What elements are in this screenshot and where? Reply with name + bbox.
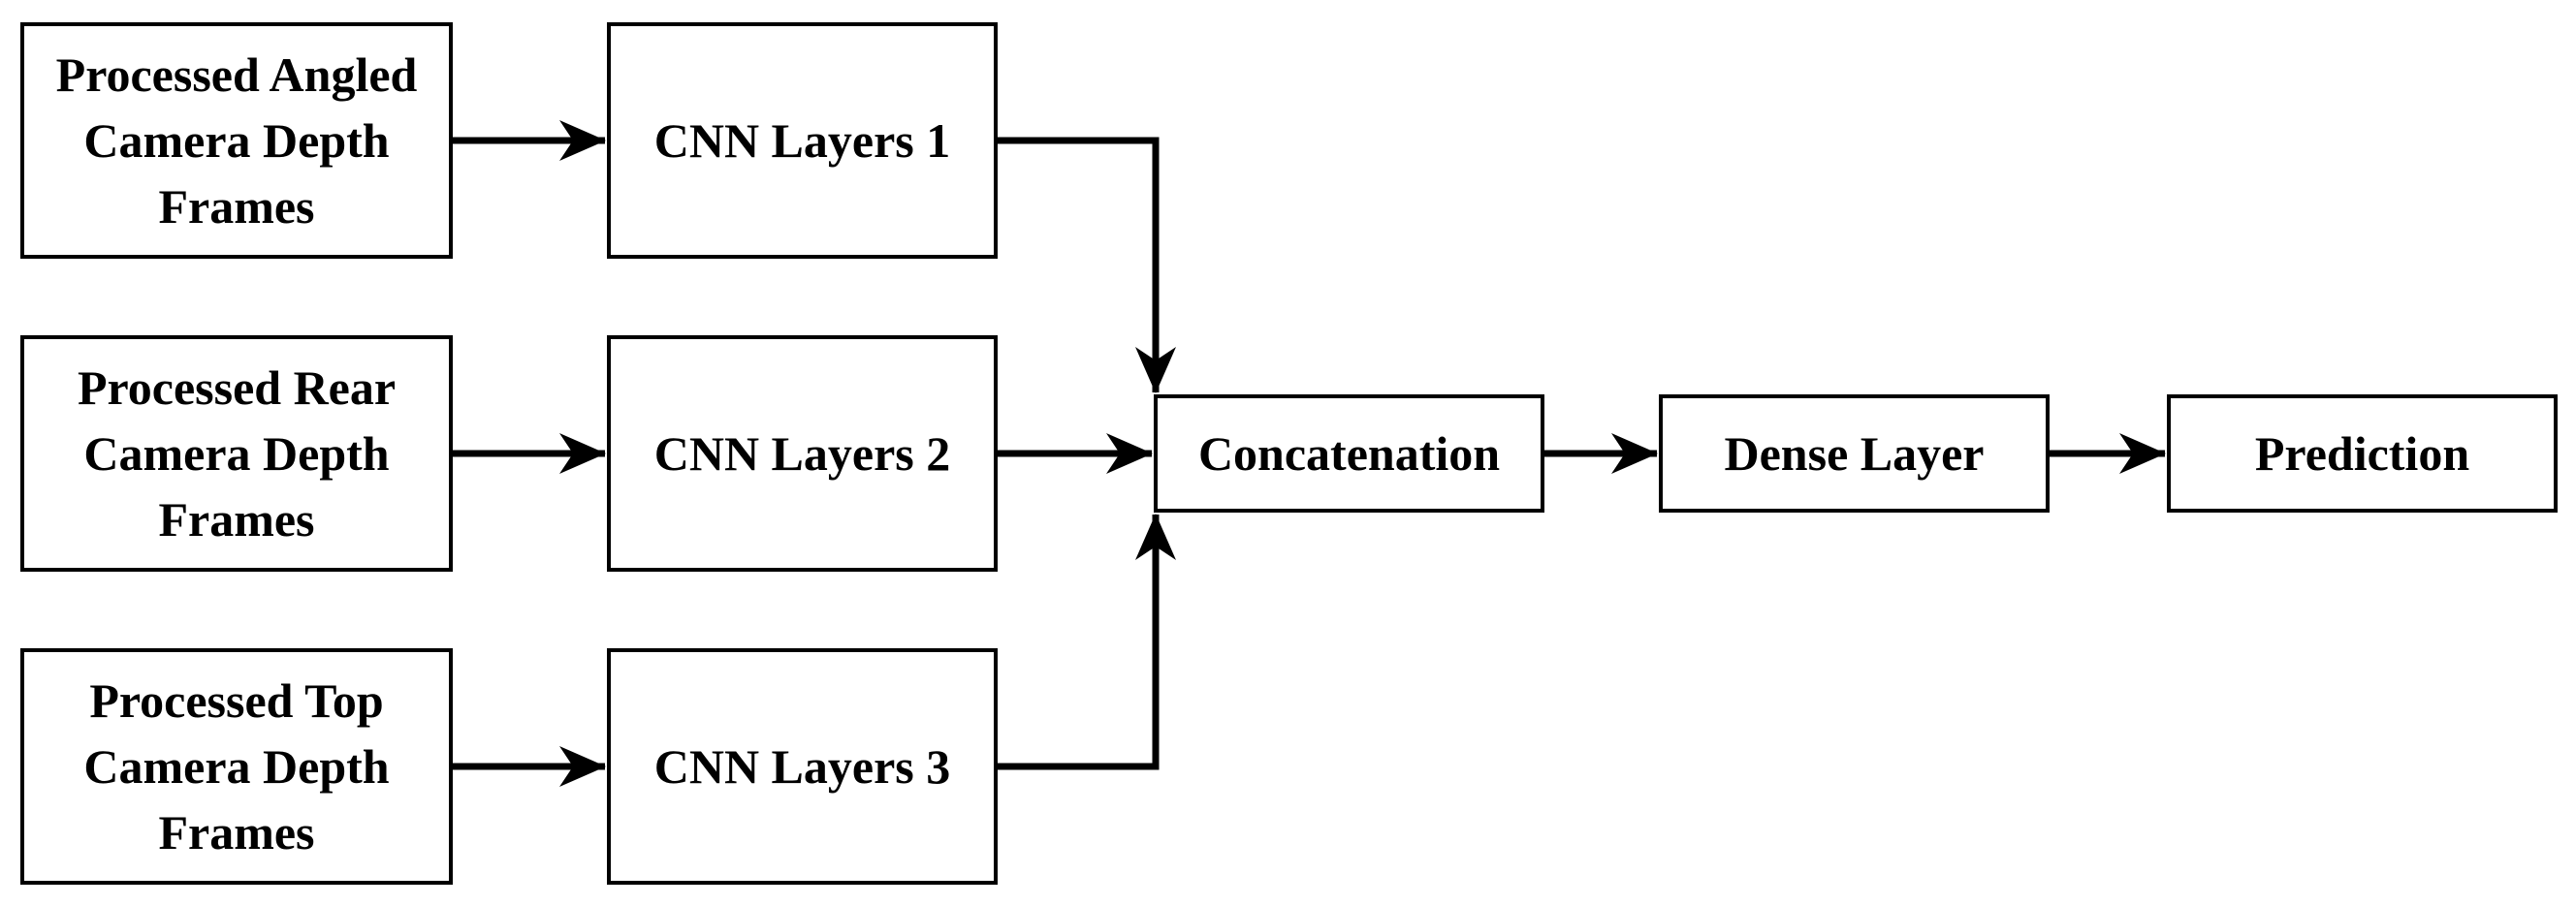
cnn-layers-1-node: CNN Layers 1 (607, 22, 998, 259)
input-node-label: Processed Top Camera Depth Frames (83, 673, 390, 859)
arrow-cnn3-to-concatenation (998, 514, 1176, 770)
input-node-top-camera: Processed Top Camera Depth Frames (20, 648, 453, 885)
input-node-angled-camera: Processed Angled Camera Depth Frames (20, 22, 453, 259)
concatenation-label: Concatenation (1197, 426, 1501, 481)
cnn-layers-2-node: CNN Layers 2 (607, 335, 998, 572)
prediction-label: Prediction (2254, 426, 2470, 481)
cnn-node-label: CNN Layers 3 (653, 739, 951, 794)
input-node-label: Processed Angled Camera Depth Frames (55, 47, 418, 234)
cnn-layers-3-node: CNN Layers 3 (607, 648, 998, 885)
cnn-node-label: CNN Layers 2 (653, 426, 951, 481)
dense-layer-label: Dense Layer (1724, 426, 1985, 481)
input-node-rear-camera: Processed Rear Camera Depth Frames (20, 335, 453, 572)
arrow-cnn1-to-concatenation (998, 137, 1176, 393)
input-node-label: Processed Rear Camera Depth Frames (77, 360, 397, 547)
dense-layer-node: Dense Layer (1659, 394, 2050, 513)
concatenation-node: Concatenation (1154, 394, 1544, 513)
cnn-node-label: CNN Layers 1 (653, 113, 951, 168)
prediction-node: Prediction (2167, 394, 2558, 513)
